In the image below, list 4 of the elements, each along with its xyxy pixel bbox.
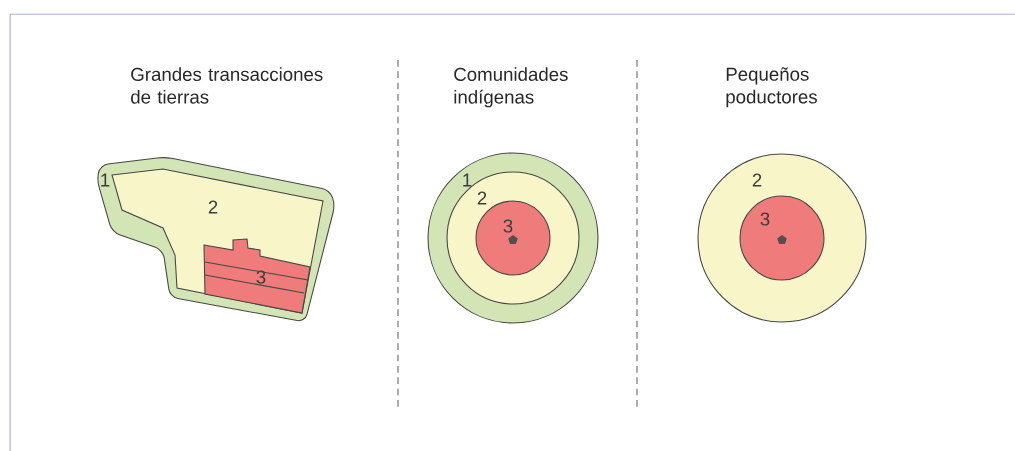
panel-heading: Pequeños poductores [726,67,817,108]
panel-heading: Grandes transacciones de tierras [131,67,323,104]
panel-heading: Comunidades indígenas [454,67,568,108]
land-area: 3 [203,238,311,314]
